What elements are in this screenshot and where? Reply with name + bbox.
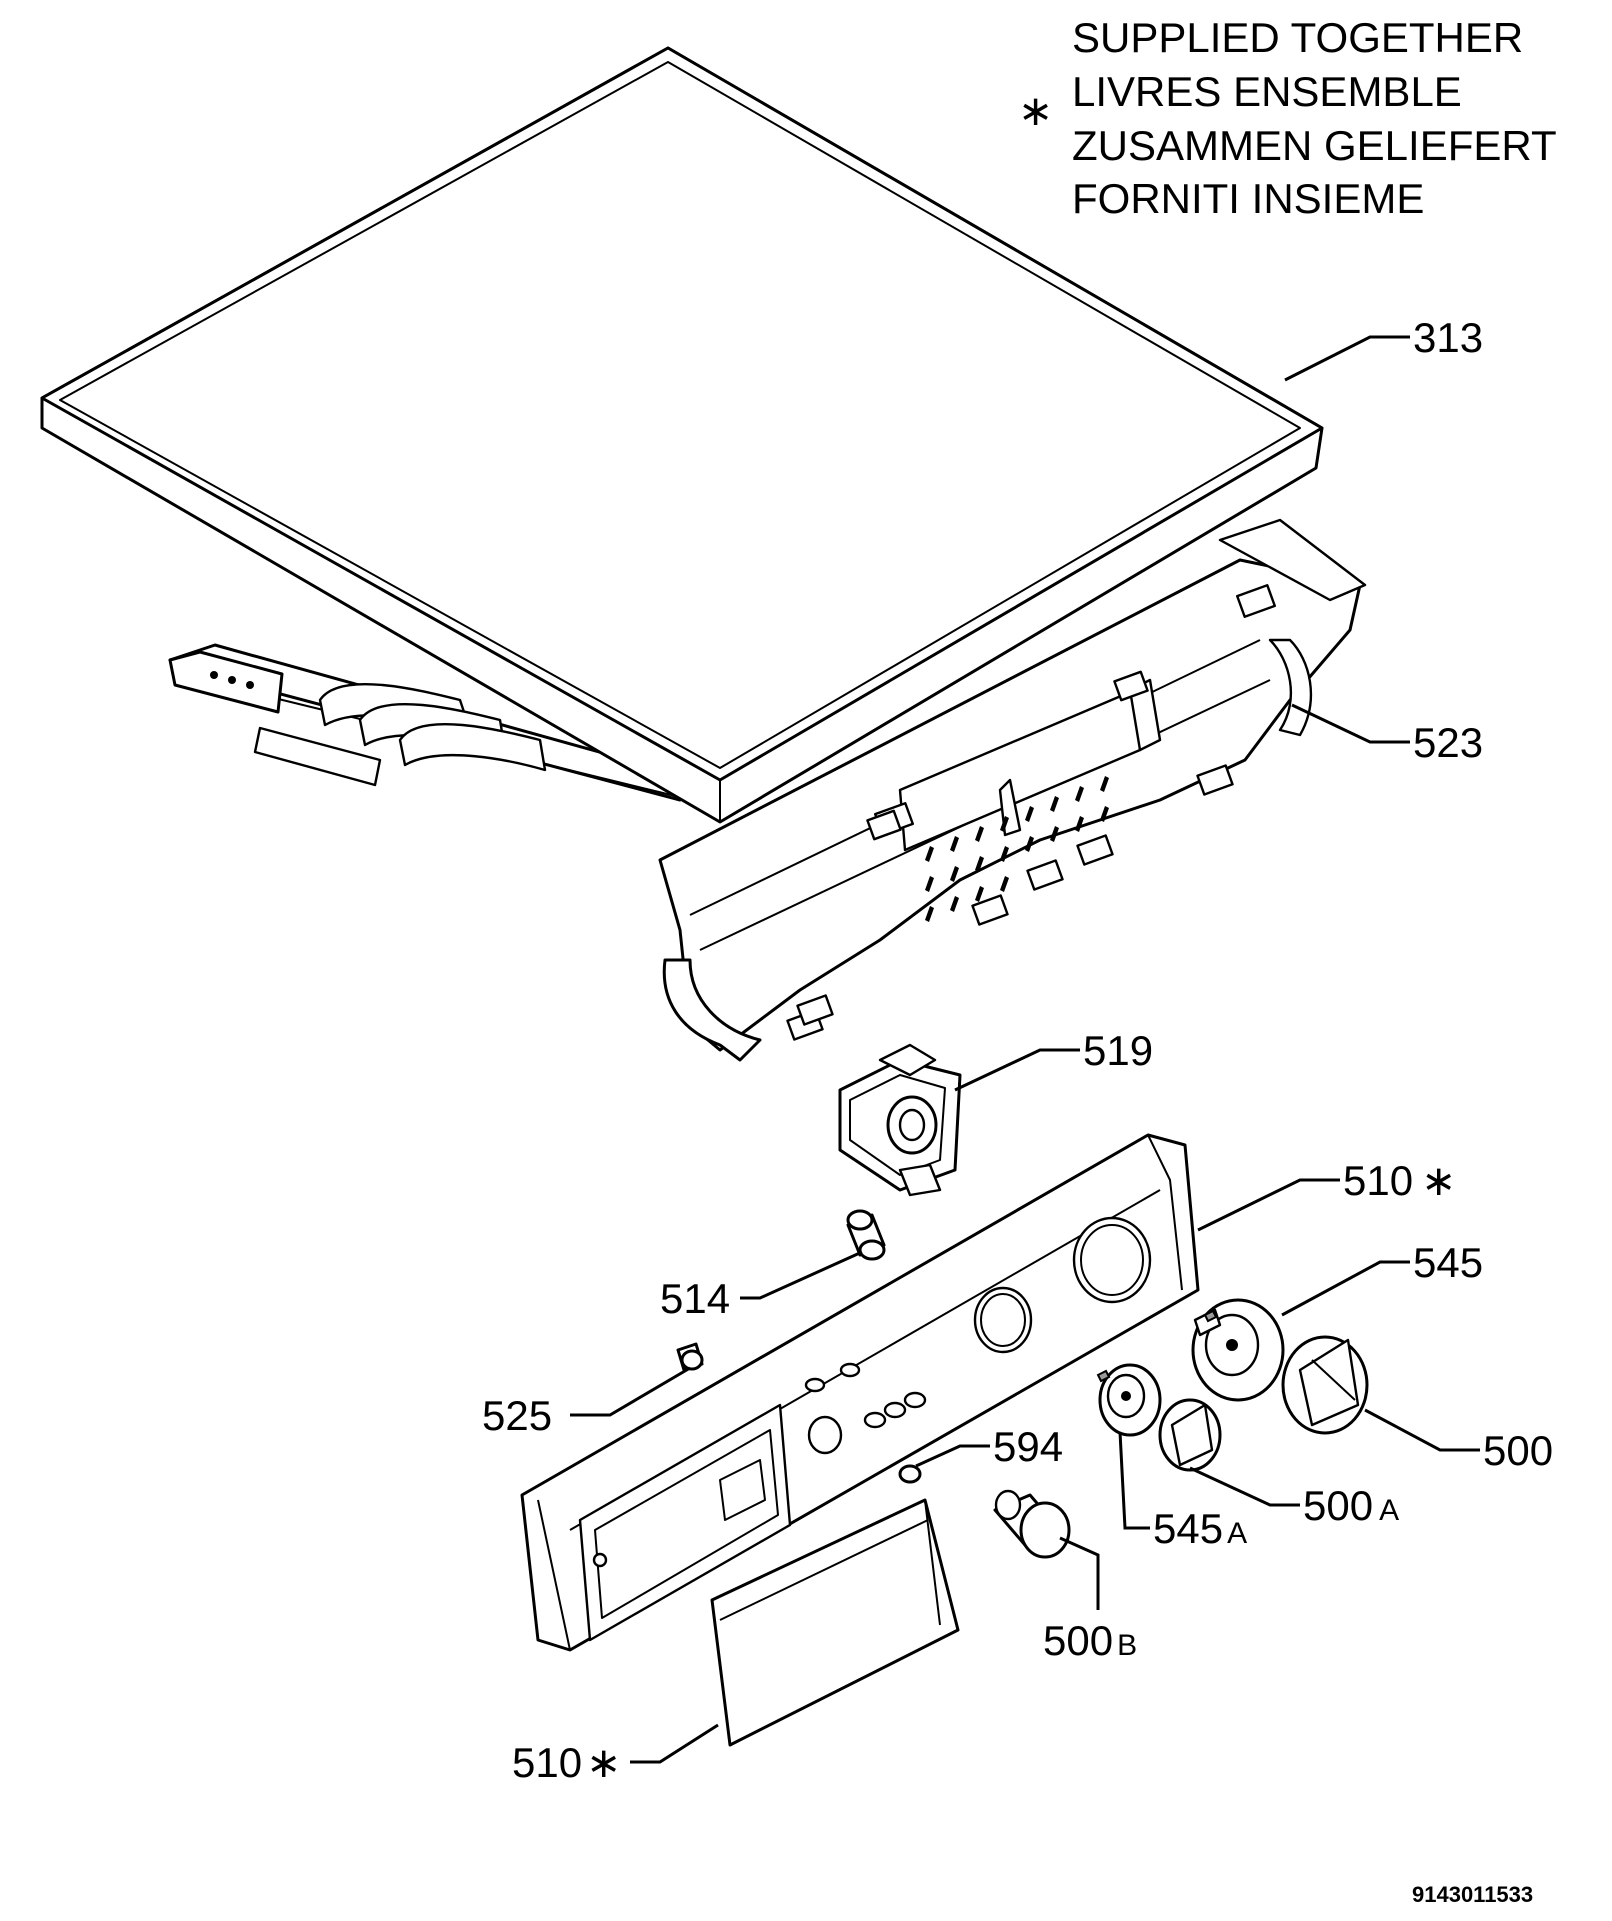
- label-514: 514: [660, 1275, 730, 1322]
- label-500: 500: [1483, 1427, 1553, 1474]
- part-514-lightguide: [846, 1209, 886, 1261]
- part-545a-switch: [1096, 1363, 1162, 1437]
- part-545-switch: [1191, 1298, 1285, 1402]
- part-313-worktop: [40, 46, 1324, 824]
- part-519-support: [838, 1043, 962, 1197]
- legend: ∗ SUPPLIED TOGETHER LIVRES ENSEMBLE ZUSA…: [1018, 14, 1557, 222]
- label-510-bottom: 510∗: [512, 1739, 621, 1786]
- part-500b-button: [993, 1489, 1071, 1559]
- part-525-lens: [676, 1342, 704, 1372]
- label-510-top: 510∗: [1343, 1157, 1456, 1204]
- legend-line-de: ZUSAMMEN GELIEFERT: [1072, 122, 1557, 169]
- label-545: 545: [1413, 1239, 1483, 1286]
- label-313: 313: [1413, 314, 1483, 361]
- label-525: 525: [482, 1392, 552, 1439]
- legend-line-fr: LIVRES ENSEMBLE: [1072, 68, 1462, 115]
- label-523: 523: [1413, 719, 1483, 766]
- legend-line-en: SUPPLIED TOGETHER: [1072, 14, 1523, 61]
- leader-lines: [570, 335, 1480, 1764]
- part-510-flap: [710, 1498, 960, 1747]
- label-594: 594: [993, 1423, 1063, 1470]
- part-523-top-frame: [168, 518, 1367, 1062]
- part-500a-knob: [1158, 1398, 1222, 1472]
- part-500-knob: [1281, 1335, 1369, 1435]
- legend-line-it: FORNITI INSIEME: [1072, 175, 1424, 222]
- part-594-lens: [898, 1464, 922, 1484]
- part-510-control-panel: [520, 1133, 1200, 1652]
- callout-labels: 313 523 519 510∗ 545 514 525 500 594 500…: [482, 314, 1553, 1786]
- legend-asterisk: ∗: [1018, 87, 1053, 134]
- document-number: 9143011533: [1412, 1882, 1533, 1907]
- grille-holes: [925, 776, 1109, 922]
- label-519: 519: [1083, 1027, 1153, 1074]
